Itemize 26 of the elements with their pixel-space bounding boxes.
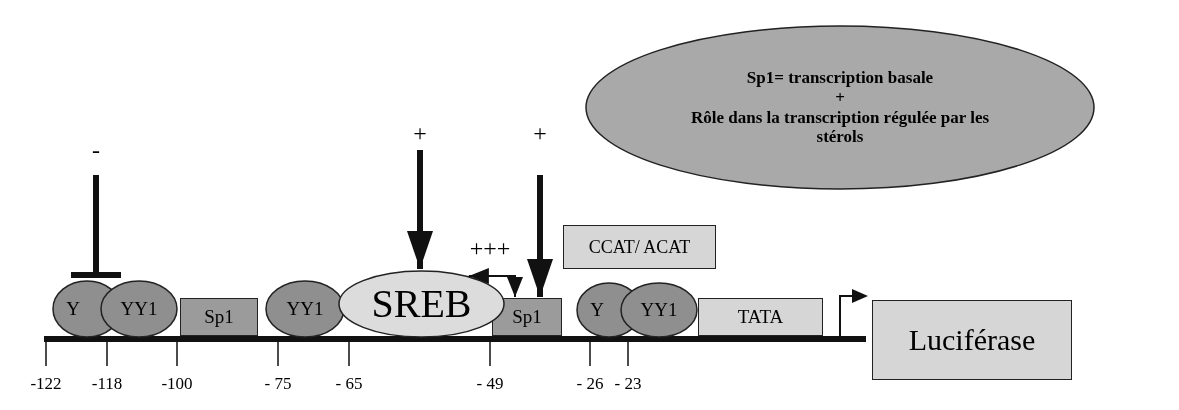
arrow: [467, 268, 523, 298]
note-text: +: [835, 87, 845, 108]
factor-label: Y: [590, 299, 604, 321]
position-label: -118: [91, 374, 123, 394]
factor-label: YY1: [640, 299, 678, 321]
binding-site-box: Sp1: [180, 298, 258, 336]
factor-label: YY1: [286, 298, 324, 320]
element-box: CCAT/ ACAT: [563, 225, 716, 269]
position-label: - 75: [264, 374, 292, 394]
factor-label: SREB: [371, 281, 472, 327]
arrow: [527, 175, 553, 297]
inhibition-line: [71, 175, 121, 278]
tata-box: TATA: [698, 298, 823, 336]
note-text: Sp1= transcription basale: [746, 68, 934, 88]
position-label: - 65: [335, 374, 363, 394]
binding-site-box: Sp1: [492, 298, 562, 336]
factor-label: Y: [66, 298, 80, 320]
factor-label: YY1: [120, 298, 158, 320]
position-label: -100: [161, 374, 193, 394]
position-label: - 49: [476, 374, 504, 394]
position-label: - 26: [576, 374, 604, 394]
arrow: [407, 150, 433, 269]
position-label: -122: [30, 374, 62, 394]
reporter-gene-box: Luciférase: [872, 300, 1072, 380]
note-text: Rôle dans la transcription régulée par les stérols: [689, 107, 991, 147]
position-label: - 23: [614, 374, 642, 394]
